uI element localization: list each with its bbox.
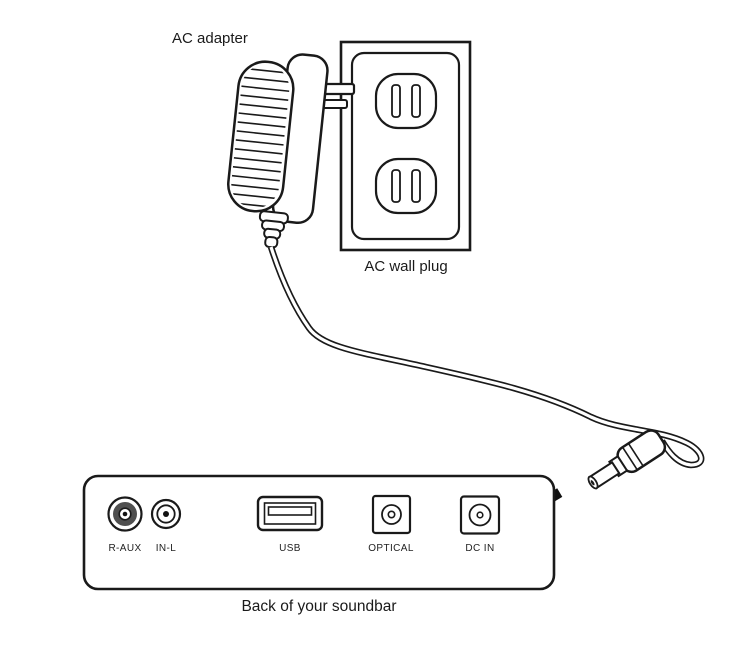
- aux-r-jack-hole: [122, 511, 128, 517]
- dc-barrel-plug: [587, 429, 667, 490]
- ac-wall-outlet-illustration: [339, 40, 472, 252]
- plug-cap-rib: [628, 443, 644, 467]
- outlet-socket-bottom: [374, 157, 438, 215]
- panel-outline: [82, 474, 556, 591]
- socket-slot-icon: [411, 84, 421, 118]
- aux-l-jack-hole: [163, 511, 169, 517]
- dc-in-port: [459, 495, 501, 535]
- power-cable: [267, 245, 705, 469]
- plug-tip-hole: [590, 480, 595, 486]
- ac-adapter-illustration: [227, 53, 329, 249]
- dc-in-pin-hole: [476, 511, 484, 519]
- adapter-strain-relief: [258, 210, 289, 249]
- aux-l-label: IN-L: [156, 543, 177, 554]
- optical-lens: [387, 510, 396, 519]
- optical-label: OPTICAL: [368, 543, 414, 554]
- socket-slot-icon: [391, 84, 401, 118]
- aux-r-label: R-AUX: [108, 543, 141, 554]
- cable-outline: [267, 245, 705, 469]
- usb-tongue: [267, 506, 313, 516]
- cable-core: [269, 246, 703, 467]
- optical-port: [371, 494, 412, 535]
- plug-cap-rib: [622, 447, 638, 470]
- adapter-vent-ribs: [228, 66, 292, 210]
- usb-label: USB: [279, 543, 301, 554]
- aux-l-jack: [150, 498, 182, 530]
- soundbar-caption: Back of your soundbar: [241, 598, 396, 615]
- dc-in-label: DC IN: [465, 543, 494, 554]
- ac-adapter-label: AC adapter: [172, 30, 248, 47]
- socket-slot-icon: [391, 169, 401, 203]
- soundbar-back-panel: R-AUX IN-L USB OPTICAL DC IN: [82, 474, 556, 591]
- usb-port: [256, 495, 324, 532]
- ac-wall-plug-label: AC wall plug: [364, 258, 447, 275]
- outlet-socket-top: [374, 72, 438, 130]
- aux-r-jack: [107, 496, 143, 532]
- socket-slot-icon: [411, 169, 421, 203]
